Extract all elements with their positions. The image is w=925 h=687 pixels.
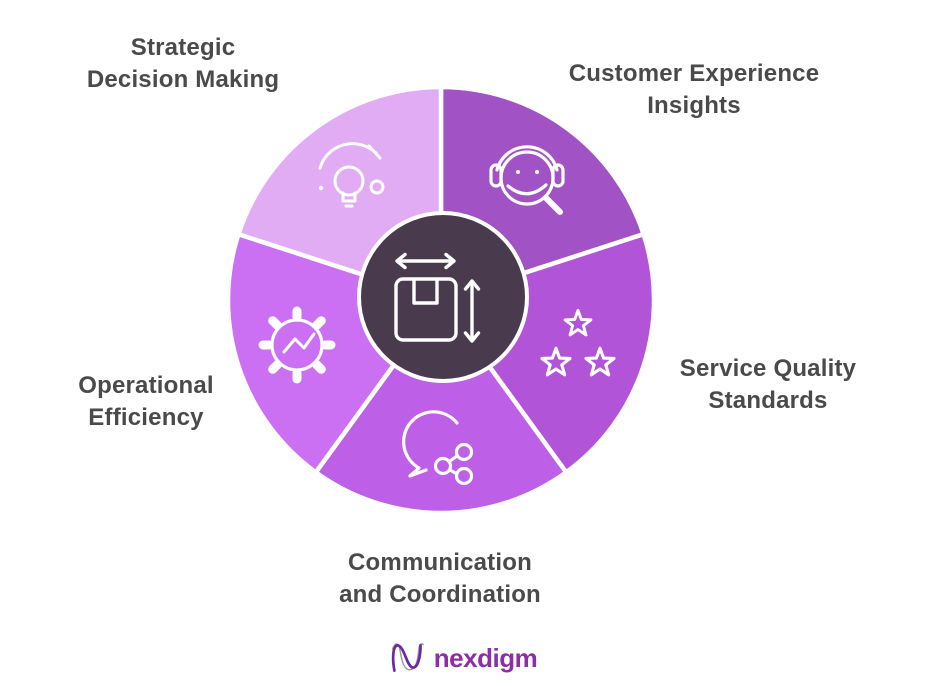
label-line: Customer Experience (568, 60, 820, 87)
label-line: Decision Making (86, 66, 280, 93)
segment-communication-and-coordination (313, 297, 569, 516)
brand-name: nexdigm (433, 642, 538, 673)
chat-share-icon (402, 410, 474, 486)
label-line: Strategic (130, 34, 236, 61)
gear-analytics-icon (258, 306, 336, 384)
center-circle (357, 211, 529, 383)
label-line: Operational (78, 372, 214, 399)
label-line: Insights (647, 92, 741, 119)
label-service-quality-standards: Service Quality Standards (680, 353, 856, 417)
idea-lightbulb-icon (318, 142, 385, 208)
package-dimensions-icon (394, 252, 481, 343)
label-line: and Coordination (339, 581, 541, 608)
customer-support-magnifier-icon (489, 145, 565, 215)
label-strategic-decision-making: Strategic Decision Making (87, 32, 279, 96)
label-line: Service Quality (679, 355, 857, 382)
label-line: Standards (708, 387, 828, 414)
brand-logo: nexdigm (0, 640, 925, 676)
label-line: Communication (348, 549, 532, 576)
label-communication-and-coordination: Communication and Coordination (339, 547, 541, 611)
nexdigm-logo-icon (391, 643, 424, 672)
label-operational-efficiency: Operational Efficiency (78, 370, 214, 434)
label-customer-experience-insights: Customer Experience Insights (569, 58, 820, 122)
label-line: Efficiency (88, 404, 204, 431)
